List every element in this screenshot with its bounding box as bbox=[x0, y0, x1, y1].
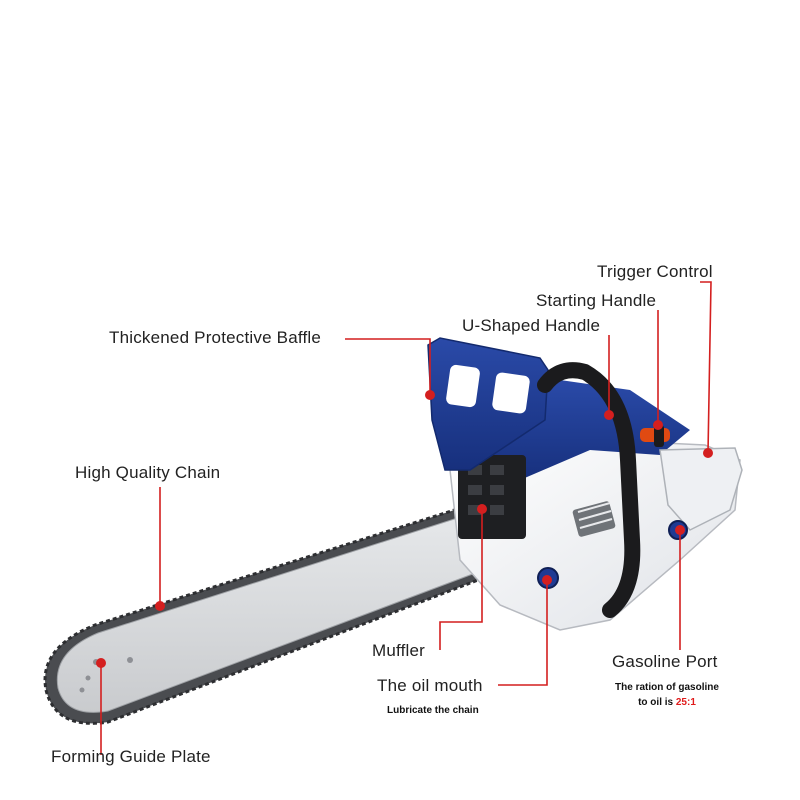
dot-trigger bbox=[703, 448, 713, 458]
guide-plate-rivet bbox=[85, 675, 91, 681]
dot-gasoline bbox=[675, 525, 685, 535]
label-u-shaped-handle: U-Shaped Handle bbox=[462, 316, 601, 335]
u-shaped-handle bbox=[537, 362, 641, 618]
guide-plate-rivet bbox=[79, 687, 85, 693]
guide-plate bbox=[56, 513, 479, 713]
dot-ushaped bbox=[604, 410, 614, 420]
label-gasoline-port: Gasoline Port bbox=[612, 652, 718, 671]
label-high-quality-chain: High Quality Chain bbox=[75, 463, 221, 482]
gasoline-ratio: 25:1 bbox=[675, 697, 696, 708]
gasoline-note: The ration of gasoline to oil is 25:1 bbox=[612, 680, 722, 710]
callout-oil bbox=[498, 580, 548, 686]
guide-plate-hole bbox=[127, 657, 133, 663]
rear-handle bbox=[659, 447, 743, 531]
dot-starting bbox=[653, 420, 663, 430]
dot-oil bbox=[542, 575, 552, 585]
dot-baffle bbox=[425, 390, 435, 400]
gasoline-note-line1: The ration of gasoline bbox=[615, 682, 719, 693]
callout-baffle bbox=[345, 338, 431, 395]
gasoline-note-prefix: to oil is bbox=[638, 697, 676, 708]
engine-housing bbox=[427, 337, 743, 631]
callout-trigger bbox=[700, 281, 712, 454]
callout-lines bbox=[100, 281, 712, 755]
label-forming-guide-plate: Forming Guide Plate bbox=[51, 747, 211, 766]
callout-muffler bbox=[439, 509, 483, 650]
label-protective-baffle: Thickened Protective Baffle bbox=[109, 328, 322, 347]
gasoline-note-line2: to oil is 25:1 bbox=[612, 695, 722, 710]
label-muffler: Muffler bbox=[372, 641, 426, 660]
label-oil-mouth: The oil mouth bbox=[377, 676, 483, 695]
label-starting-handle: Starting Handle bbox=[536, 291, 657, 310]
oil-mouth-note: Lubricate the chain bbox=[387, 705, 479, 716]
dot-muffler bbox=[477, 504, 487, 514]
dot-chain bbox=[155, 601, 165, 611]
callout-dots bbox=[96, 390, 713, 668]
label-trigger-control: Trigger Control bbox=[597, 262, 713, 281]
dot-guide bbox=[96, 658, 106, 668]
muffler-black-plate bbox=[458, 455, 526, 539]
